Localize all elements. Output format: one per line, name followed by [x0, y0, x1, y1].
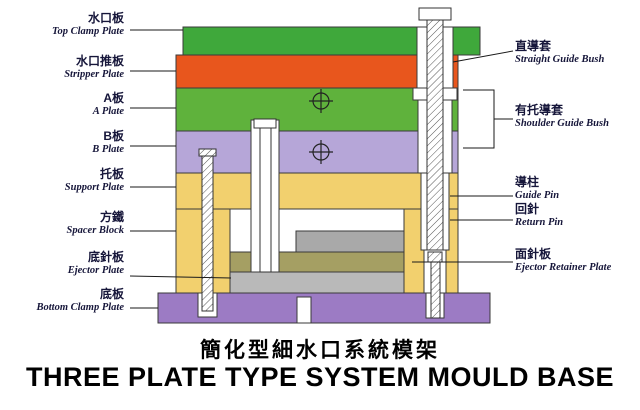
label-b-plate: B板 B Plate	[92, 130, 124, 156]
leader-shoulder-guide-bush-bracket	[463, 89, 513, 149]
label-bottom-clamp-plate-en: Bottom Clamp Plate	[36, 302, 124, 313]
label-shoulder-guide-bush-en: Shoulder Guide Bush	[515, 118, 609, 129]
label-stripper-plate: 水口推板 Stripper Plate	[64, 55, 124, 81]
label-shoulder-guide-bush-zh: 有托導套	[515, 103, 564, 117]
puller-pin-head	[253, 118, 277, 129]
label-b-plate-zh: B板	[103, 129, 124, 143]
label-straight-guide-bush-zh: 直導套	[515, 39, 552, 53]
label-ejector-retainer-plate-en: Ejector Retainer Plate	[515, 262, 612, 273]
stripper-plate	[175, 54, 459, 89]
label-spacer-block: 方鐵 Spacer Block	[67, 211, 124, 237]
leader-ejector-plate	[129, 275, 232, 279]
leader-lines	[129, 29, 514, 309]
label-return-pin-en: Return Pin	[515, 217, 564, 228]
label-straight-guide-bush-en: Straight Guide Bush	[515, 54, 605, 65]
label-support-plate-en: Support Plate	[64, 182, 124, 193]
label-bottom-clamp-plate-zh: 底板	[99, 287, 124, 301]
label-return-pin: 回針 Return Pin	[515, 203, 563, 229]
label-bottom-clamp-plate: 底板 Bottom Clamp Plate	[36, 288, 124, 314]
return-pin	[430, 261, 441, 319]
label-a-plate: A板 A Plate	[93, 92, 124, 118]
label-guide-pin-zh: 導柱	[515, 175, 540, 189]
label-stripper-plate-en: Stripper Plate	[64, 69, 124, 80]
screw-symbols	[309, 89, 333, 164]
guide-block	[295, 230, 405, 253]
label-straight-guide-bush: 直導套 Straight Guide Bush	[515, 40, 604, 66]
label-shoulder-guide-bush: 有托導套 Shoulder Guide Bush	[515, 104, 609, 130]
return-pin-head	[427, 251, 443, 263]
label-support-plate-zh: 托板	[99, 167, 124, 181]
label-ejector-plate-en: Ejector Plate	[67, 265, 124, 276]
label-a-plate-en: A Plate	[92, 106, 124, 117]
label-ejector-plate: 底針板 Ejector Plate	[68, 251, 124, 277]
label-top-clamp-plate: 水口板 Top Clamp Plate	[52, 12, 124, 38]
support-plate	[175, 172, 459, 210]
label-stripper-plate-zh: 水口推板	[75, 54, 124, 68]
label-ejector-plate-zh: 底針板	[87, 250, 124, 264]
label-return-pin-zh: 回針	[515, 202, 540, 216]
label-ejector-retainer-plate: 面針板 Ejector Retainer Plate	[515, 248, 611, 274]
label-support-plate: 托板 Support Plate	[65, 168, 124, 194]
title-chinese: 簡化型細水口系統模架	[200, 339, 440, 362]
label-spacer-block-en: Spacer Block	[66, 225, 124, 236]
title-english: THREE PLATE TYPE SYSTEM MOULD BASE	[25, 362, 615, 392]
guide-pin-head	[418, 7, 452, 21]
a-plate	[175, 87, 459, 132]
label-b-plate-en: B Plate	[92, 144, 124, 155]
slot-center	[296, 296, 312, 324]
return-pin-left-head	[198, 148, 217, 157]
return-pin-left	[201, 155, 214, 312]
puller-pin	[259, 127, 272, 273]
label-ejector-retainer-plate-zh: 面針板	[515, 247, 552, 261]
label-a-plate-zh: A板	[103, 91, 124, 105]
label-top-clamp-plate-zh: 水口板	[87, 11, 124, 25]
label-spacer-block-zh: 方鐵	[99, 210, 124, 224]
label-guide-pin: 導柱 Guide Pin	[515, 176, 559, 202]
leader-straight-guide-bush	[452, 50, 514, 63]
label-top-clamp-plate-en: Top Clamp Plate	[52, 26, 124, 37]
guide-pin	[426, 19, 444, 251]
label-guide-pin-en: Guide Pin	[515, 190, 560, 201]
ejector-plate	[229, 271, 405, 294]
